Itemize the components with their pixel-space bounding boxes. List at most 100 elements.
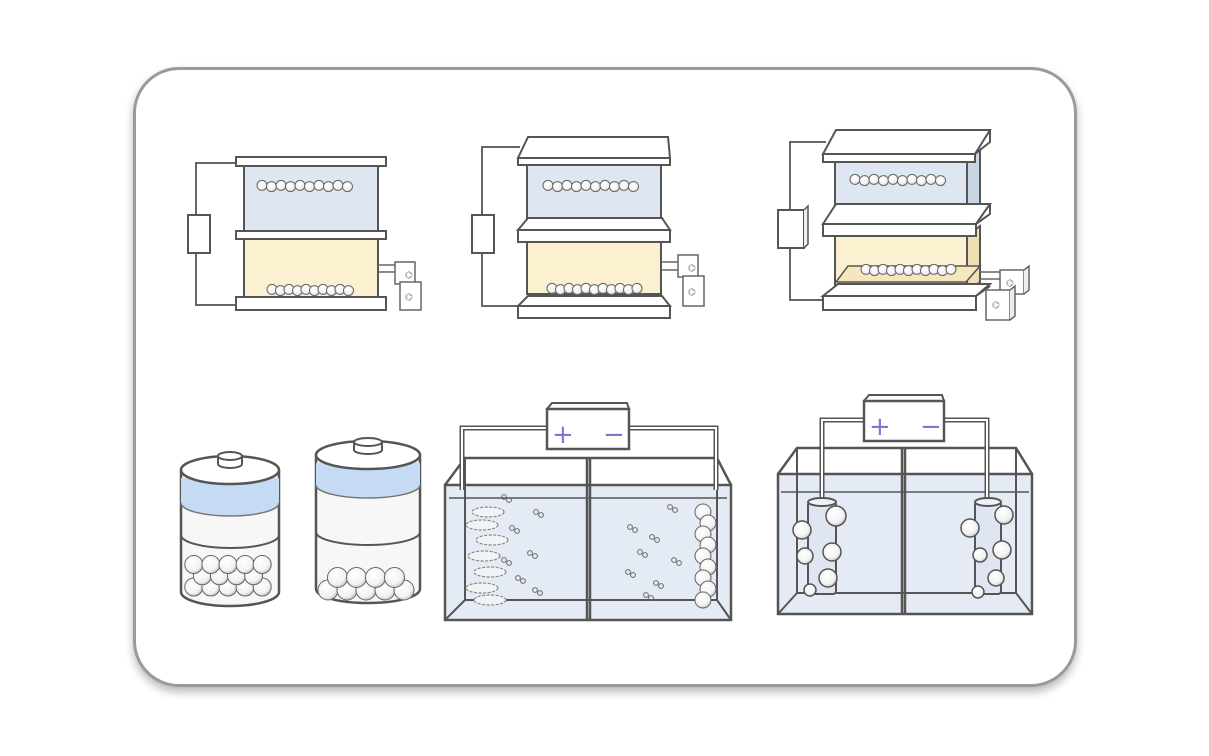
bead — [868, 173, 880, 185]
molecule — [627, 524, 633, 530]
blue-band — [181, 478, 279, 516]
base-plate — [820, 283, 993, 297]
bead-row-lower — [266, 283, 354, 297]
power-supply: + − — [862, 394, 946, 443]
bead-row-lower — [860, 263, 957, 277]
bead — [628, 181, 639, 193]
bead — [342, 181, 353, 193]
molecule — [671, 557, 677, 563]
flake — [471, 506, 505, 518]
middle-plate — [235, 230, 387, 240]
bead-pile — [317, 567, 415, 601]
molecule — [532, 587, 538, 593]
blue-band — [316, 463, 420, 498]
bead — [294, 179, 306, 191]
bead — [304, 181, 315, 193]
bead-pile — [184, 555, 272, 597]
bead — [878, 175, 889, 187]
power-supply-box — [471, 214, 495, 254]
gas-bubble — [960, 518, 980, 538]
molecules — [501, 494, 682, 601]
lid — [821, 129, 992, 155]
bead — [327, 567, 348, 588]
bead — [256, 179, 268, 191]
bead — [184, 555, 204, 574]
bead — [590, 181, 601, 193]
molecule — [625, 569, 631, 575]
bead — [694, 591, 712, 609]
bead — [313, 179, 325, 191]
bead-column — [694, 503, 717, 609]
flake — [473, 566, 507, 578]
bead — [235, 555, 255, 574]
bead — [571, 181, 582, 193]
membrane — [900, 448, 907, 614]
middle-plate-front — [822, 223, 977, 237]
reagent-bottles: ⌬ ⌬ — [980, 264, 1030, 321]
plus-sign: + — [552, 420, 574, 450]
bead — [365, 567, 386, 588]
molecule — [533, 509, 539, 515]
middle-plate-front — [517, 229, 671, 243]
bead — [631, 282, 643, 294]
bead — [346, 567, 367, 588]
gas-bubble — [803, 583, 817, 597]
power-supply-box — [862, 399, 946, 443]
bead-jar-left — [179, 451, 281, 608]
electrochemical-cell-c: ⌬ ⌬ — [777, 129, 1030, 321]
power-supply-box — [777, 209, 805, 249]
bead — [384, 567, 405, 588]
reagent-bottles: ⌬ ⌬ — [661, 254, 705, 307]
lid — [516, 136, 672, 159]
liquid-level — [180, 534, 280, 549]
molecule — [515, 575, 521, 581]
jar-knob — [353, 437, 383, 447]
bead — [561, 179, 573, 191]
bead — [925, 173, 937, 185]
electrolysis-tank-right: + − — [776, 394, 1034, 616]
svg-text:⌬: ⌬ — [1006, 278, 1014, 288]
bead — [201, 555, 221, 574]
electrolysis-tank-left: + − — [443, 402, 733, 622]
bead — [275, 179, 287, 191]
bottom-plate — [235, 296, 387, 311]
bead — [935, 175, 946, 187]
bead — [580, 179, 592, 191]
bead — [849, 173, 861, 185]
molecule — [509, 525, 515, 531]
middle-plate — [515, 217, 672, 231]
bead — [916, 175, 927, 187]
base-plate-front — [517, 305, 671, 319]
molecule — [501, 557, 507, 563]
svg-text:⌬: ⌬ — [688, 287, 696, 297]
bead — [332, 179, 344, 191]
bead-row-upper — [256, 179, 353, 193]
gas-bubble — [971, 585, 985, 599]
flake — [473, 594, 507, 606]
svg-text:⌬: ⌬ — [405, 270, 413, 280]
molecule — [643, 592, 649, 598]
graphene-flakes — [465, 506, 509, 606]
left-electrode — [792, 497, 847, 597]
bead — [252, 555, 272, 574]
minus-sign: − — [603, 420, 625, 450]
bead — [618, 179, 630, 191]
plus-sign: + — [869, 412, 891, 442]
svg-text:⌬: ⌬ — [688, 263, 696, 273]
svg-text:⌬: ⌬ — [992, 300, 1000, 310]
bead — [552, 181, 563, 193]
upper-chamber — [243, 165, 379, 233]
right-electrode — [960, 497, 1014, 599]
bead — [285, 181, 296, 193]
flake — [465, 519, 499, 531]
bead — [609, 181, 620, 193]
bead — [859, 175, 870, 187]
gas-bubble — [972, 547, 988, 563]
bead — [945, 263, 957, 275]
middle-plate — [821, 203, 992, 225]
bead-row-lower — [546, 282, 643, 296]
molecule — [501, 494, 507, 500]
liquid-level — [315, 531, 421, 546]
bead — [542, 179, 554, 191]
